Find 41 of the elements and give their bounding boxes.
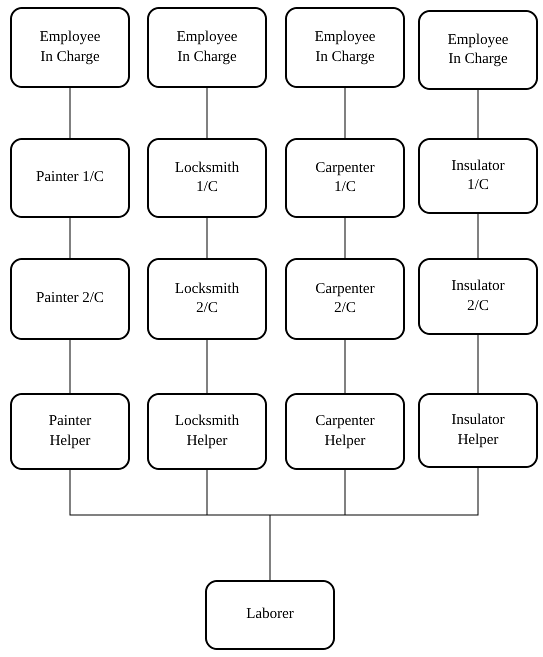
role-title: Locksmith 2/C <box>174 280 240 318</box>
role-box <box>418 138 538 214</box>
role-box <box>285 138 405 218</box>
role-title: Insulator Helper <box>450 411 506 450</box>
connector-line <box>270 468 478 580</box>
role-title: Insulator 1/C <box>450 156 506 195</box>
role-title: Painter 1/C <box>36 168 104 188</box>
role-title: Employee In Charge <box>176 28 238 66</box>
role-box <box>205 580 335 650</box>
connector-line <box>344 88 346 138</box>
connector-line <box>344 340 346 394</box>
connector-line <box>344 218 346 258</box>
role-box <box>10 138 130 218</box>
role-box <box>10 258 130 340</box>
role-title: Employee In Charge <box>446 30 510 69</box>
role-box <box>10 7 130 88</box>
role-box <box>418 393 538 468</box>
role-box <box>147 393 267 470</box>
role-box <box>10 393 130 470</box>
role-title: Laborer <box>245 605 295 624</box>
role-title: Insulator 2/C <box>450 277 506 316</box>
role-title: Painter Helper <box>48 412 92 450</box>
role-box <box>285 393 405 470</box>
role-title: Carpenter Helper <box>314 412 376 450</box>
role-box <box>418 10 538 90</box>
role-title: Carpenter 2/C <box>314 280 376 318</box>
role-title: Locksmith Helper <box>174 412 240 450</box>
connector-line <box>206 88 208 138</box>
role-title: Employee In Charge <box>38 28 102 66</box>
role-title: Painter 2/C <box>36 289 104 308</box>
role-title: Carpenter 1/C <box>314 158 376 197</box>
role-box <box>285 258 405 340</box>
role-box <box>147 258 267 340</box>
role-box <box>285 7 405 88</box>
role-box <box>147 7 267 88</box>
role-box <box>418 258 538 335</box>
role-title: Locksmith 1/C <box>174 158 240 197</box>
connector-line <box>206 218 208 258</box>
connector-line <box>206 340 208 394</box>
role-box <box>147 138 267 218</box>
role-title: Employee In Charge <box>314 28 376 66</box>
